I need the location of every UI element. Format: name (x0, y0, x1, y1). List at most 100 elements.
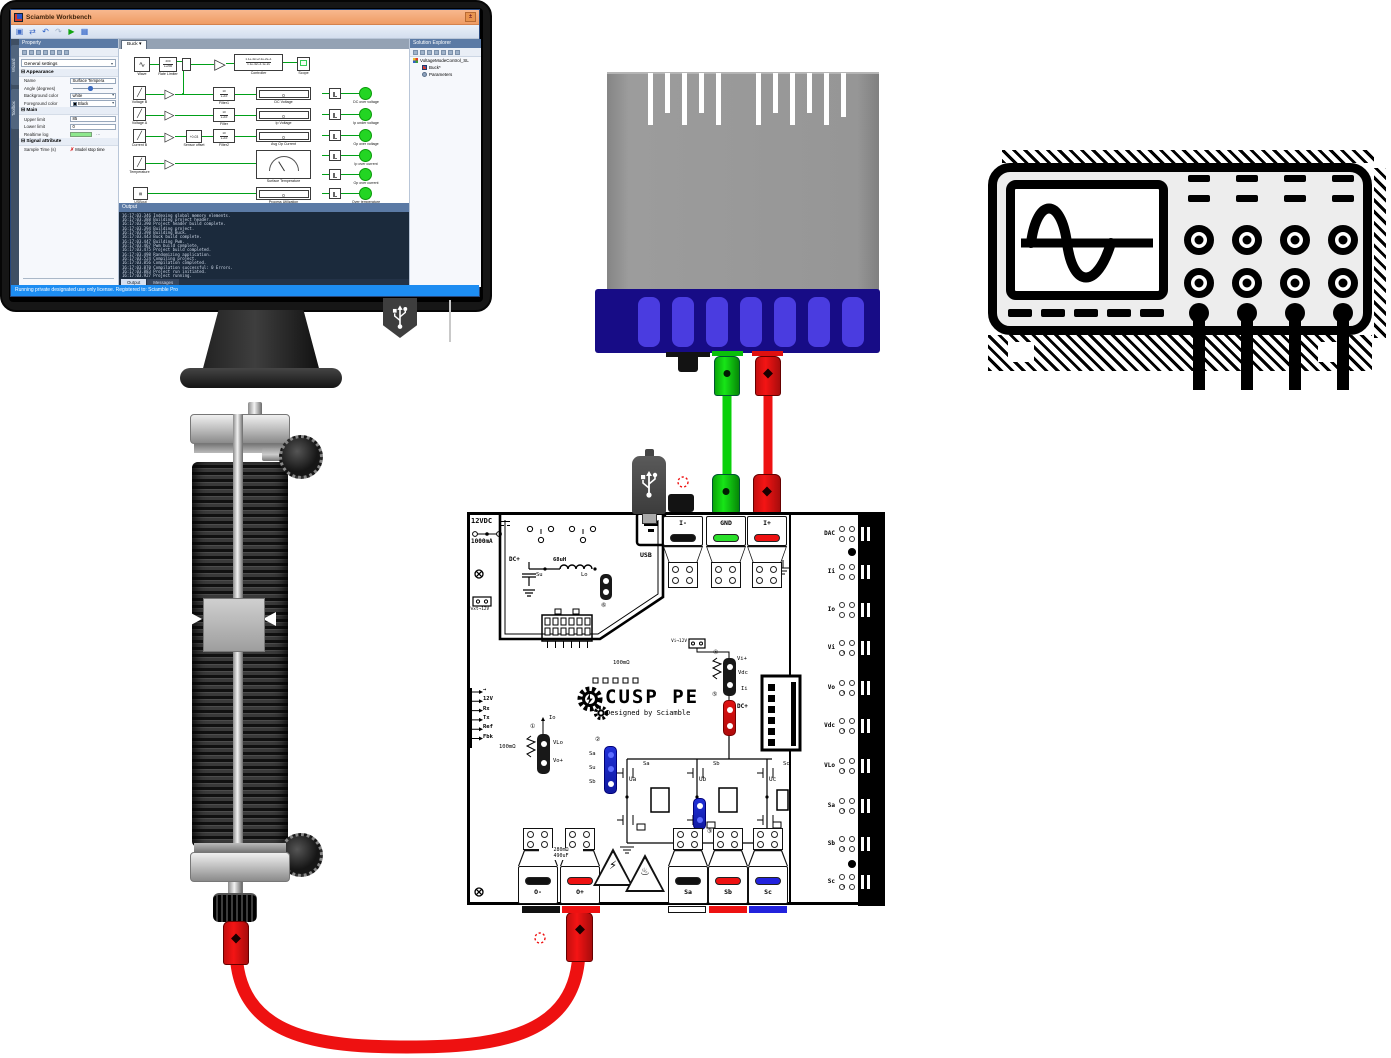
block-box[interactable]: +0.03 (186, 130, 202, 143)
titlebar[interactable]: Sciamble Workbench ± (11, 10, 479, 25)
panel-tool-icon[interactable] (413, 49, 418, 55)
block-relay[interactable] (329, 130, 341, 141)
screw (756, 577, 763, 584)
block-relay[interactable] (329, 188, 341, 199)
property-value[interactable] (70, 85, 116, 91)
rheostat-knob[interactable] (279, 435, 323, 479)
window-controls[interactable]: ± (465, 12, 476, 22)
panel-tool-icon[interactable] (441, 49, 446, 55)
panel-tool-icon[interactable] (22, 49, 27, 55)
circled-number: ① (530, 723, 536, 730)
panel-tool-icon[interactable] (29, 49, 34, 55)
panel-tool-icon[interactable] (427, 49, 432, 55)
block-display[interactable]: 0 (256, 129, 311, 142)
property-section-header: ⊟ Main (19, 107, 118, 116)
console-line: 16:17:03.498 Randomizing application. (122, 251, 212, 257)
heatsink-fin-gap (841, 73, 846, 117)
property-value[interactable]: Black▾ (70, 100, 116, 107)
io-label: Io (549, 715, 556, 721)
panel-tool-icon[interactable] (50, 49, 55, 55)
preset-dropdown[interactable]: General settings▾ (21, 59, 116, 67)
block-relay[interactable] (329, 109, 341, 120)
block-display[interactable]: 0 (256, 87, 311, 100)
block-display[interactable]: 0 (256, 108, 311, 121)
output-tab-output[interactable]: Output (121, 278, 147, 287)
block-ramp[interactable]: ╱ (133, 86, 146, 100)
block-sum[interactable] (182, 58, 191, 71)
tree-item-buck[interactable]: Buck* (410, 64, 481, 71)
block-wave[interactable]: ∿ (134, 57, 150, 72)
block-relay[interactable] (329, 150, 341, 161)
block-gain[interactable]: ▷ (164, 107, 175, 122)
status-lamp[interactable] (359, 108, 372, 121)
tree-item-root[interactable]: VoltageModeControl_SL (410, 57, 481, 64)
status-lamp[interactable] (359, 168, 372, 181)
status-lamp[interactable] (359, 129, 372, 142)
build-console[interactable]: 16:17:03.346 Indexing global memory elem… (119, 212, 409, 279)
osc-bnc-connector (1189, 303, 1209, 323)
tree-item-parameters[interactable]: Parameters (410, 71, 481, 78)
screw (583, 841, 590, 848)
save-button[interactable]: ▣ (15, 27, 24, 36)
panel-tool-icon[interactable] (448, 49, 453, 55)
testpoint-pad (849, 846, 855, 852)
panel-tool-icon[interactable] (434, 49, 439, 55)
relay-icon (332, 191, 337, 197)
property-value[interactable]: … (70, 131, 116, 137)
side-tab-toolbox[interactable]: Toolbox (11, 89, 19, 129)
undo-button[interactable]: ↶ (42, 27, 49, 36)
block-ramp[interactable]: ╱ (133, 156, 146, 170)
panel-tool-icon[interactable] (64, 49, 69, 55)
panel-tool-icon[interactable] (420, 49, 425, 55)
block-ramp[interactable]: ╱ (133, 107, 146, 121)
transfer-button[interactable]: ⇄ (29, 27, 36, 36)
block-gain[interactable]: ▷ (214, 56, 226, 73)
testpoint-pad (839, 884, 845, 890)
status-lamp[interactable] (359, 187, 372, 200)
grid-button[interactable]: ▦ (80, 27, 89, 36)
log-color-swatch[interactable] (70, 132, 92, 137)
slider-thumb[interactable] (88, 85, 93, 91)
panel-tool-icon[interactable] (455, 49, 460, 55)
edge-mark (867, 799, 870, 813)
property-value[interactable]: 0 (70, 123, 116, 130)
signal-wire (235, 114, 256, 116)
block-relay[interactable] (329, 169, 341, 180)
block-gain[interactable]: ▷ (164, 129, 175, 144)
property-value[interactable]: ✗Model stop time (70, 146, 105, 153)
panel-tool-icon[interactable] (57, 49, 62, 55)
block-ramp[interactable]: ╱ (133, 129, 146, 143)
plug-collar (668, 906, 706, 913)
property-value[interactable]: 85 (70, 115, 116, 123)
ellipsis-button[interactable]: … (96, 131, 101, 137)
run-button[interactable]: ▶ (68, 27, 75, 36)
block-gauge[interactable] (256, 150, 311, 179)
block-scope[interactable] (297, 57, 310, 71)
block-gain[interactable]: ▷ (164, 86, 175, 101)
block-label: Scope (298, 71, 309, 75)
output-tab-messages[interactable]: Messages (147, 278, 180, 287)
block-gain[interactable]: ▷ (164, 156, 175, 171)
block-display[interactable]: 0 (256, 187, 311, 200)
side-tab-wizard[interactable]: Wizard (11, 45, 19, 85)
panel-tool-icon[interactable] (43, 49, 48, 55)
status-lamp[interactable] (359, 87, 372, 100)
block-relay[interactable] (329, 88, 341, 99)
block-box[interactable]: ▤ (133, 187, 148, 200)
rheostat-slider[interactable] (203, 598, 265, 652)
tab-buck[interactable]: Buck ▾ (121, 40, 148, 49)
property-value[interactable]: Surface Tempera (70, 77, 116, 84)
redo-button[interactable]: ↷ (55, 27, 62, 36)
property-value[interactable]: white▾ (70, 92, 116, 100)
left-pin-label: Fbk (483, 733, 493, 740)
status-lamp[interactable] (359, 149, 372, 162)
panel-tool-icon[interactable] (36, 49, 41, 55)
testpoint-pad (849, 690, 855, 696)
